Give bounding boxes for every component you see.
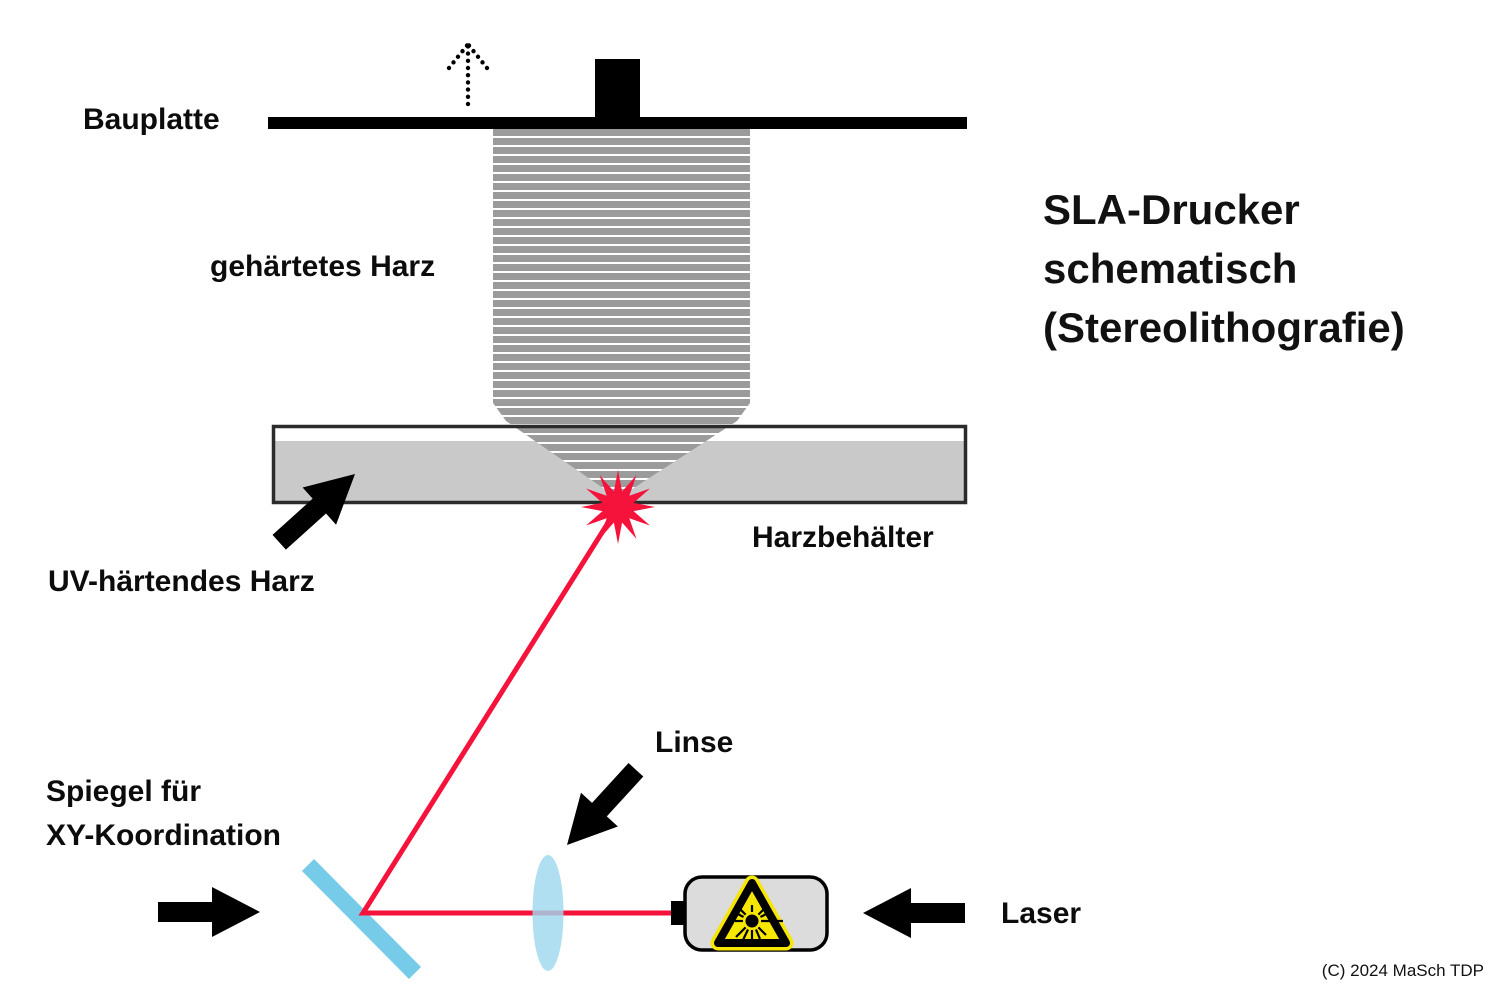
title-line1: SLA-Drucker <box>1043 186 1300 233</box>
copyright-text: (C) 2024 MaSch TDP <box>1321 961 1484 980</box>
cured-resin-block <box>493 129 750 497</box>
laser-beam <box>358 505 676 916</box>
cured-resin-label: gehärtetes Harz <box>210 250 436 283</box>
lens-pointer-arrow <box>548 752 655 862</box>
up-arrow-icon <box>446 42 490 107</box>
build-plate <box>268 59 967 129</box>
mirror-label-line2: XY-Koordination <box>46 819 281 852</box>
laser-device <box>671 875 829 952</box>
title-line2: schematisch <box>1043 245 1298 292</box>
lens-label: Linse <box>655 726 734 759</box>
resin-tank-label: Harzbehälter <box>752 521 934 554</box>
xy-mirror <box>301 859 422 979</box>
laser-warning-icon <box>710 875 794 951</box>
curing-spark-icon <box>581 470 655 544</box>
title-line3: (Stereolithografie) <box>1043 304 1405 351</box>
laser-label: Laser <box>1001 897 1082 930</box>
uv-resin-label: UV-härtendes Harz <box>48 565 315 598</box>
mirror-label: Spiegel für XY-Koordination <box>46 770 281 858</box>
mirror-pointer-arrow <box>158 887 260 937</box>
diagram-title: SLA-Drucker schematisch (Stereolithograf… <box>1043 180 1405 357</box>
mirror-label-line1: Spiegel für <box>46 775 202 808</box>
focus-lens <box>532 855 564 971</box>
laser-pointer-arrow <box>863 888 965 938</box>
build-plate-label: Bauplatte <box>83 103 220 136</box>
